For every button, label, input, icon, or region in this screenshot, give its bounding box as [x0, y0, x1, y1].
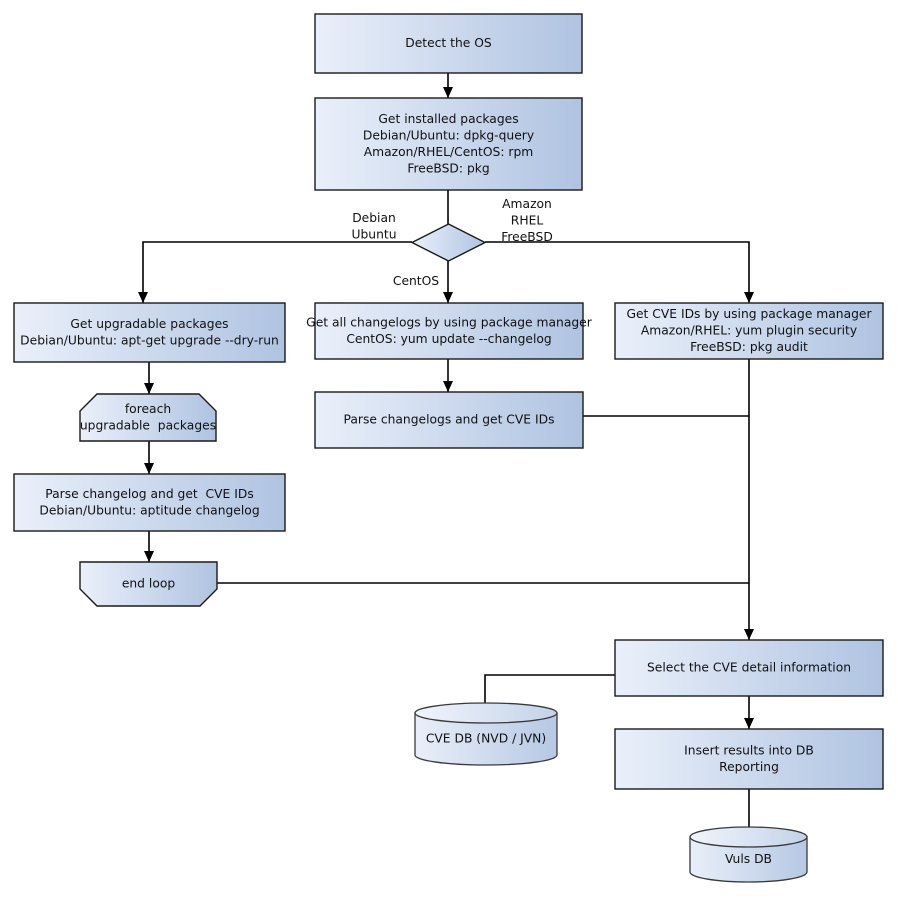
- edge-decision-to-cveids: [485, 241, 754, 303]
- edge-label-line: RHEL: [511, 214, 544, 228]
- node-text-line: Get CVE IDs by using package manager: [626, 307, 872, 321]
- node-body: [13, 473, 286, 532]
- node-parse-changelogs-cve[interactable]: Parse changelogs and get CVE IDs: [314, 391, 584, 449]
- node-text-line: end loop: [122, 577, 176, 591]
- edge-label-line: Amazon: [502, 197, 552, 211]
- node-get-all-changelogs[interactable]: Get all changelogs by using package mana…: [306, 302, 593, 360]
- node-text-line: Parse changelog and get CVE IDs: [45, 487, 253, 501]
- cylinder-body: [689, 836, 808, 883]
- node-body: [614, 728, 884, 790]
- cylinder-top: [414, 702, 558, 724]
- node-cve-db[interactable]: CVE DB (NVD / JVN): [414, 702, 558, 766]
- node-end-loop[interactable]: end loop: [79, 561, 218, 607]
- node-text-line: upgradable packages: [80, 418, 216, 432]
- node-text-line: Insert results into DB: [684, 743, 814, 757]
- node-get-cve-ids-pkgmgr[interactable]: Get CVE IDs by using package managerAmaz…: [614, 302, 884, 360]
- edge-foreach-to-parse: [144, 441, 154, 474]
- node-text-line: Detect the OS: [405, 36, 492, 50]
- node-os-decision[interactable]: [410, 223, 487, 262]
- node-layer: Detect the OS Get installed packagesDebia…: [13, 13, 884, 883]
- edge-label-line: Ubuntu: [351, 228, 396, 242]
- edge-parse-to-endloop: [144, 531, 154, 562]
- node-body: [314, 391, 584, 449]
- node-text-line: Debian/Ubuntu: apt-get upgrade --dry-run: [20, 333, 279, 347]
- node-text-line: FreeBSD: pkg audit: [690, 340, 808, 354]
- edge-changelogs-to-parse: [443, 359, 453, 392]
- node-text-line: foreach: [125, 402, 171, 416]
- node-body: [614, 302, 884, 360]
- node-body: [13, 302, 286, 363]
- node-text-line: Amazon/RHEL/CentOS: rpm: [364, 145, 534, 159]
- node-text-line: Debian/Ubuntu: dpkg-query: [363, 128, 534, 142]
- node-text-line: Get all changelogs by using package mana…: [306, 315, 593, 329]
- node-text-line: Amazon/RHEL: yum plugin security: [641, 324, 857, 338]
- edge-label-line: FreeBSD: [501, 230, 553, 244]
- edge-layer: [138, 73, 754, 833]
- cylinder-top: [689, 826, 808, 848]
- edge-upgradable-to-foreach: [144, 362, 154, 394]
- node-text-line: Get installed packages: [378, 112, 518, 126]
- node-text-line: Reporting: [719, 760, 779, 774]
- node-insert-results[interactable]: Insert results into DB Reporting: [614, 728, 884, 790]
- node-text-line: Debian/Ubuntu: aptitude changelog: [39, 503, 259, 517]
- edge-decision-to-upgradable: [138, 241, 412, 303]
- node-text-line: Get upgradable packages: [70, 317, 228, 331]
- node-body: [314, 302, 584, 360]
- node-text-line: CentOS: yum update --changelog: [346, 332, 551, 346]
- node-body: [410, 223, 487, 262]
- node-text-line: Select the CVE detail information: [647, 661, 851, 675]
- edge-label-label-centos: CentOS: [393, 274, 439, 288]
- node-body: [314, 13, 583, 74]
- node-select-cve-detail[interactable]: Select the CVE detail information: [614, 639, 884, 697]
- edge-label-line: CentOS: [393, 274, 439, 288]
- node-text-line: FreeBSD: pkg: [407, 161, 489, 175]
- node-foreach-loop-start[interactable]: foreach upgradable packages: [79, 393, 217, 442]
- edge-select-to-insert: [744, 696, 754, 729]
- node-body: [79, 561, 218, 607]
- node-text-line: CVE DB (NVD / JVN): [426, 732, 546, 746]
- node-text-line: Parse changelogs and get CVE IDs: [344, 413, 555, 427]
- node-parse-changelog-cve[interactable]: Parse changelog and get CVE IDsDebian/Ub…: [13, 473, 286, 532]
- edge-select-to-cvedb: [484, 674, 615, 710]
- node-detect-os[interactable]: Detect the OS: [314, 13, 583, 74]
- edge-decision-to-changelogs: [443, 261, 453, 303]
- node-body: [314, 97, 583, 191]
- edge-label-line: Debian: [352, 211, 396, 225]
- edge-detect-to-packages: [443, 73, 453, 98]
- edge-cveids-to-select: [744, 359, 754, 640]
- node-body: [79, 393, 217, 442]
- node-text-line: Vuls DB: [725, 852, 772, 866]
- cylinder-body: [414, 712, 558, 766]
- node-vuls-db[interactable]: Vuls DB: [689, 826, 808, 883]
- node-body: [614, 639, 884, 697]
